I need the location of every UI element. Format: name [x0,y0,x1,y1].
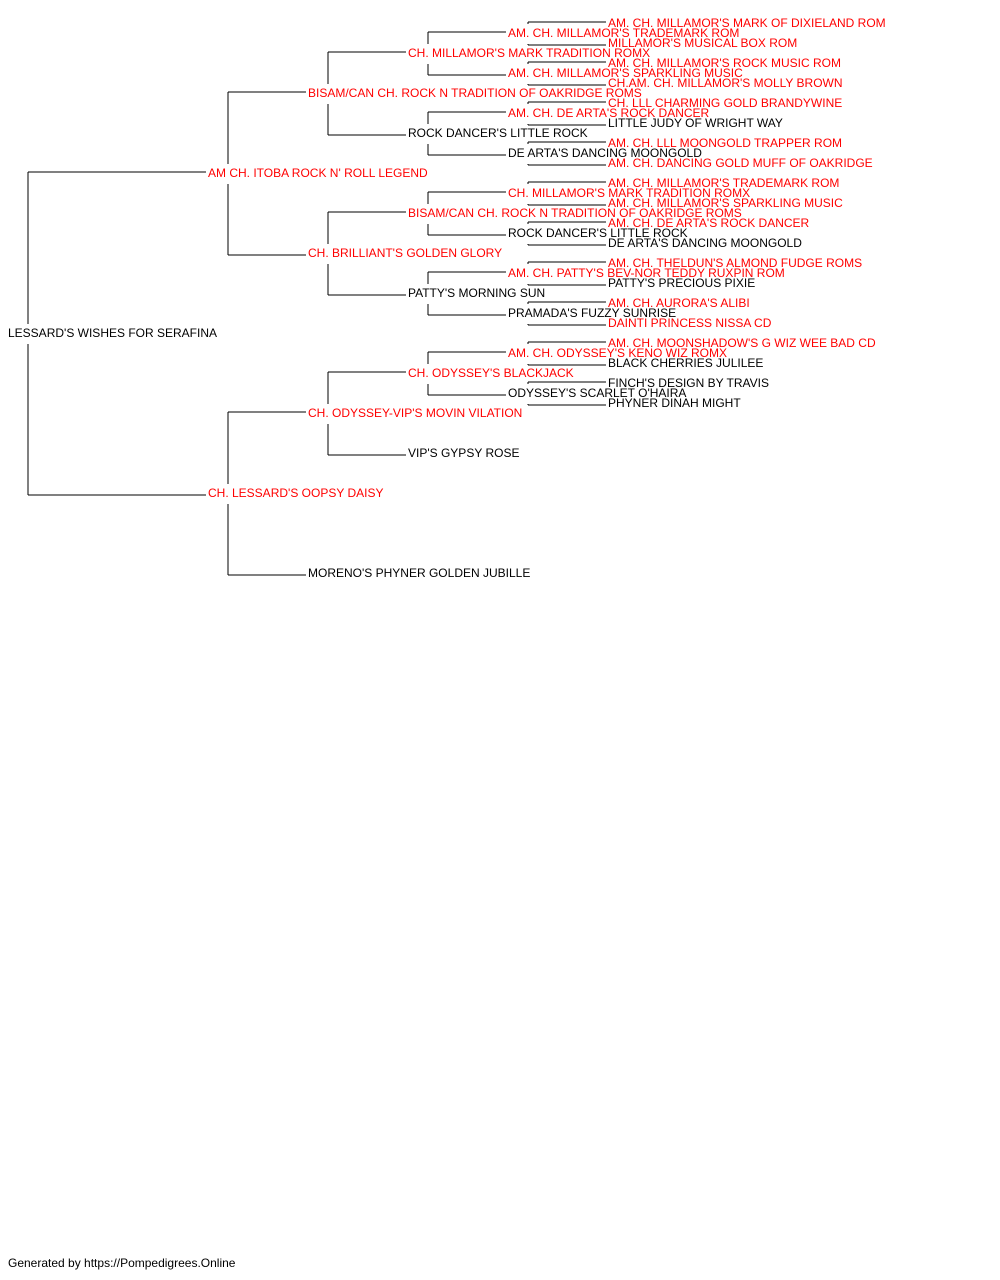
tree-background [0,0,1000,1240]
dog-name-root-s-d-d-d-d: DAINTI PRINCESS NISSA CD [608,316,772,330]
dog-name-root-s-s-d-s-s: CH. LLL CHARMING GOLD BRANDYWINE [608,96,842,110]
dog-name-root-s-d-s: BISAM/CAN CH. ROCK N TRADITION OF OAKRID… [408,206,742,220]
dog-name-root-d-s-s-d-d: PHYNER DINAH MIGHT [608,396,741,410]
dog-name-root-s-s-d-d-d: AM. CH. DANCING GOLD MUFF OF OAKRIDGE [608,156,873,170]
dog-name-root-d-d: MORENO'S PHYNER GOLDEN JUBILLE [308,566,530,580]
dog-name-root-s-d-d-d: PRAMADA'S FUZZY SUNRISE [508,306,676,320]
dog-name-root-s-s-d-d: DE ARTA'S DANCING MOONGOLD [508,146,702,160]
dog-name-root-d-s-s-d: ODYSSEY'S SCARLET O'HAIRA [508,386,686,400]
dog-name-root-s-s-d: ROCK DANCER'S LITTLE ROCK [408,126,588,140]
dog-name-root-s-d-d: PATTY'S MORNING SUN [408,286,545,300]
dog-name-root-s-s-s-d-d: CH.AM. CH. MILLAMOR'S MOLLY BROWN [608,76,843,90]
dog-name-root-s-s-d-d-s: AM. CH. LLL MOONGOLD TRAPPER ROM [608,136,842,150]
dog-name-root-d-s-s-d-s: FINCH'S DESIGN BY TRAVIS [608,376,769,390]
dog-name-root-s: AM CH. ITOBA ROCK N' ROLL LEGEND [208,166,428,180]
dog-name-root-s-s-s-s-s: AM. CH. MILLAMOR'S MARK OF DIXIELAND ROM [608,16,886,30]
dog-name-root-d-s: CH. ODYSSEY-VIP'S MOVIN VILATION [308,406,522,420]
dog-name-root-d-s-s-s-d: BLACK CHERRIES JULILEE [608,356,763,370]
dog-name-root-s-d-s-s: CH. MILLAMOR'S MARK TRADITION ROMX [508,186,750,200]
dog-name-root-s-s-s-d-s: AM. CH. MILLAMOR'S ROCK MUSIC ROM [608,56,841,70]
dog-name-root-s-s-d-s: AM. CH. DE ARTA'S ROCK DANCER [508,106,710,120]
dog-name-root-s-s-s-d: AM. CH. MILLAMOR'S SPARKLING MUSIC [508,66,743,80]
pedigree-tree: LESSARD'S WISHES FOR SERAFINA AM CH. ITOB… [0,0,1000,1240]
dog-name-root: LESSARD'S WISHES FOR SERAFINA [8,326,217,340]
dog-name-root-s-s-d-s-d: LITTLE JUDY OF WRIGHT WAY [608,116,783,130]
dog-name-root-s-d-s-d-s: AM. CH. DE ARTA'S ROCK DANCER [608,216,810,230]
dog-name-root-s-d-s-d-d: DE ARTA'S DANCING MOONGOLD [608,236,802,250]
dog-name-root-s-d-d-s: AM. CH. PATTY'S BEV-NOR TEDDY RUXPIN ROM [508,266,785,280]
dog-name-root-s-s-s-s-d: MILLAMOR'S MUSICAL BOX ROM [608,36,797,50]
dog-name-root-s-d: CH. BRILLIANT'S GOLDEN GLORY [308,246,502,260]
dog-name-root-d-s-d: VIP'S GYPSY ROSE [408,446,519,460]
dog-name-root-s-s-s-s: AM. CH. MILLAMOR'S TRADEMARK ROM [508,26,739,40]
dog-name-root-s-d-s-d: ROCK DANCER'S LITTLE ROCK [508,226,688,240]
dog-name-root-d-s-s-s: AM. CH. ODYSSEY'S KENO WIZ ROMX [508,346,727,360]
dog-name-root-s-d-d-s-d: PATTY'S PRECIOUS PIXIE [608,276,755,290]
dog-name-root-d: CH. LESSARD'S OOPSY DAISY [208,486,383,500]
dog-name-root-s-d-d-s-s: AM. CH. THELDUN'S ALMOND FUDGE ROMS [608,256,862,270]
dog-name-root-s-s-s: CH. MILLAMOR'S MARK TRADITION ROMX [408,46,650,60]
dog-name-root-s-d-s-s-d: AM. CH. MILLAMOR'S SPARKLING MUSIC [608,196,843,210]
dog-name-root-d-s-s-s-s: AM. CH. MOONSHADOW'S G WIZ WEE BAD CD [608,336,876,350]
generated-by-footer: Generated by https://Pompedigrees.Online [8,1256,236,1270]
dog-name-root-s-d-s-s-s: AM. CH. MILLAMOR'S TRADEMARK ROM [608,176,839,190]
dog-name-root-d-s-s: CH. ODYSSEY'S BLACKJACK [408,366,574,380]
dog-name-root-s-d-d-d-s: AM. CH. AURORA'S ALIBI [608,296,750,310]
dog-name-root-s-s: BISAM/CAN CH. ROCK N TRADITION OF OAKRID… [308,86,642,100]
